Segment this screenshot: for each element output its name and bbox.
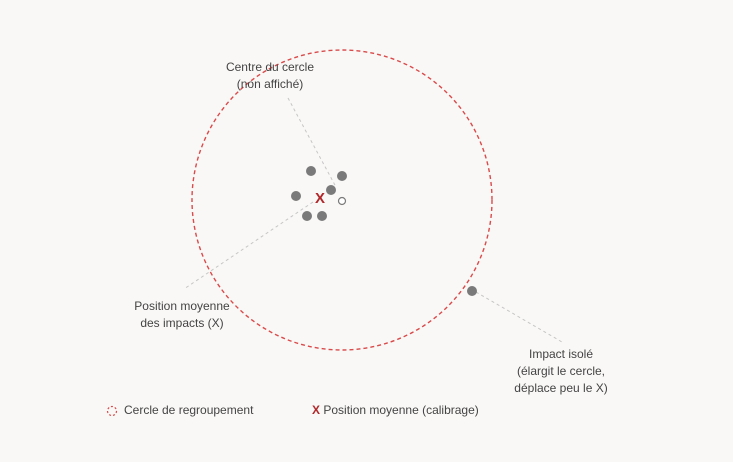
- legend-circle-label: Cercle de regroupement: [124, 403, 254, 417]
- center-annotation-line1: Centre du cercle: [225, 60, 315, 74]
- legend-circle: Cercle de regroupement: [124, 403, 253, 417]
- legend-mean: X Position moyenne (calibrage): [312, 403, 479, 417]
- outlier-annotation-line2: (élargit le cercle,: [516, 364, 606, 378]
- legend-mean-label: Position moyenne (calibrage): [323, 403, 479, 417]
- leader-line-mean: [183, 201, 314, 290]
- outlier-annotation-line1: Impact isolé: [528, 347, 594, 361]
- impact-dot: [317, 211, 327, 221]
- impact-dot: [337, 171, 347, 181]
- mean-position-marker: X: [315, 190, 325, 207]
- mean-annotation-line1: Position moyenne: [134, 299, 230, 313]
- mean-annotation: Position moyenne des impacts (X): [116, 298, 248, 332]
- circle-center-marker: [337, 196, 347, 206]
- leader-line-center: [287, 97, 337, 188]
- outlier-annotation-line3: déplace peu le X): [514, 381, 608, 395]
- leader-line-outlier: [475, 291, 563, 343]
- impact-dot: [306, 166, 316, 176]
- outlier-annotation: Impact isolé (élargit le cercle, déplace…: [494, 346, 628, 397]
- impact-dot: [291, 191, 301, 201]
- impact-dot: [302, 211, 312, 221]
- outlier-impact-dot: [467, 286, 477, 296]
- mean-annotation-line2: des impacts (X): [140, 316, 224, 330]
- center-annotation-line2: (non affiché): [236, 77, 304, 91]
- center-annotation: Centre du cercle (non affiché): [203, 59, 337, 93]
- grouping-circle: [191, 49, 493, 351]
- impact-dot: [326, 185, 336, 195]
- legend-circle-icon: [106, 405, 118, 417]
- legend-mean-symbol: X: [312, 403, 321, 417]
